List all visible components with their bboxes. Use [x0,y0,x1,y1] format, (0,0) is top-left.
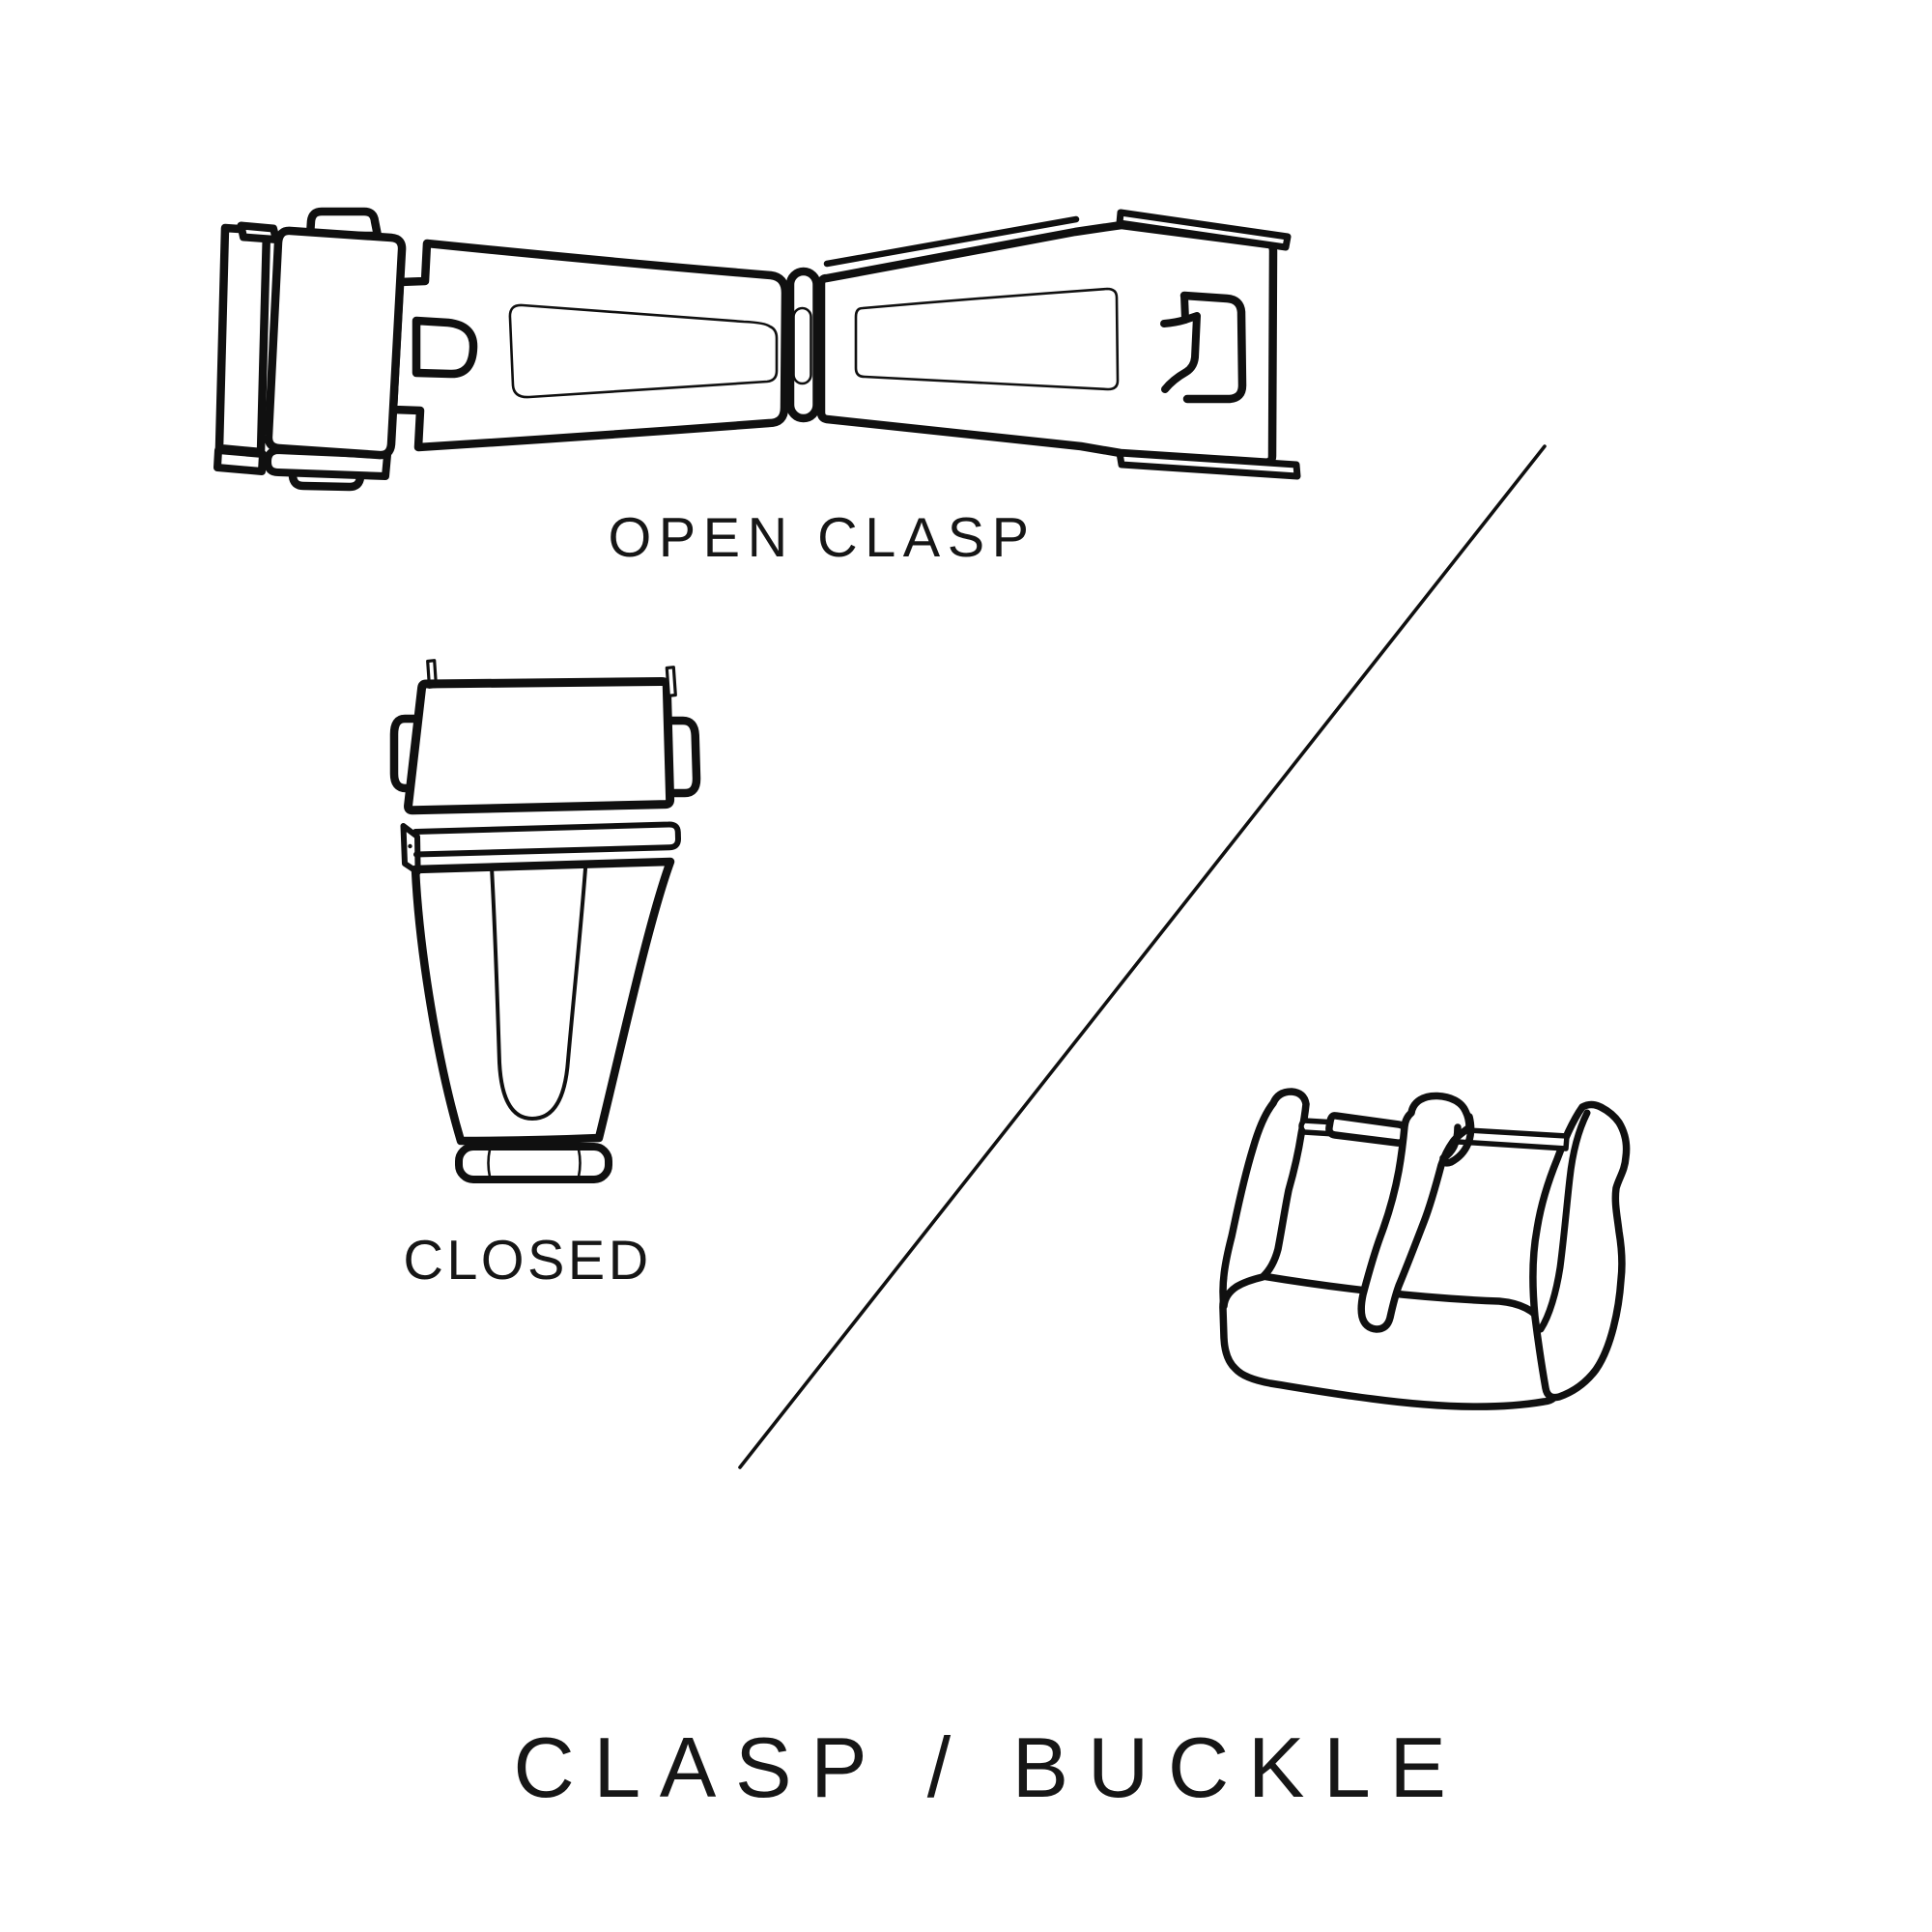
svg-text:CLASP / BUCKLE: CLASP / BUCKLE [513,1720,1464,1815]
svg-text:CLOSED: CLOSED [403,1230,651,1292]
svg-text:OPEN CLASP: OPEN CLASP [608,507,1036,569]
